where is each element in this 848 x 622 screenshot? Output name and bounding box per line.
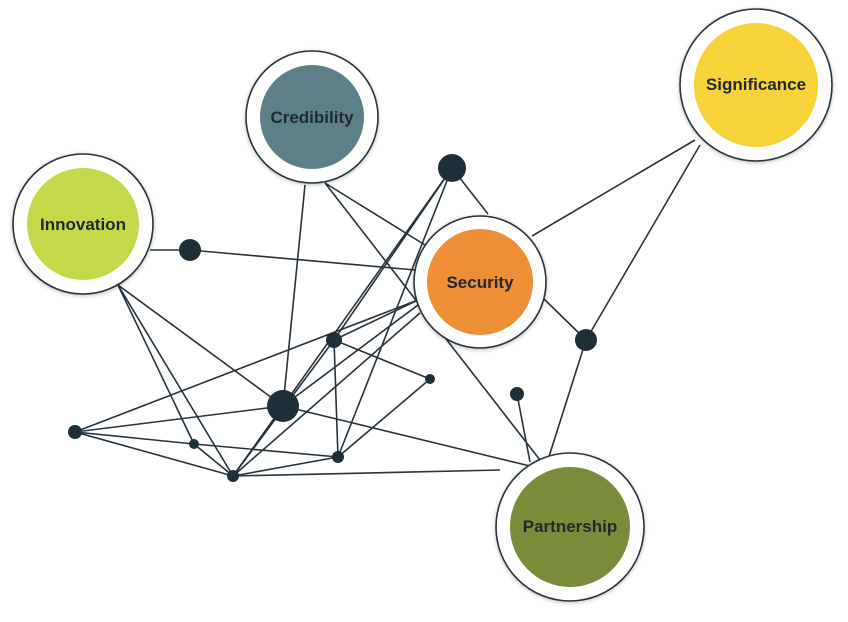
hub-innovation: Innovation	[12, 153, 154, 295]
edge	[282, 184, 306, 407]
node	[179, 239, 201, 261]
node	[332, 451, 344, 463]
edge	[232, 312, 421, 477]
edge	[74, 405, 284, 433]
edge	[117, 284, 284, 407]
edge	[232, 469, 501, 477]
edge	[337, 378, 431, 458]
edge	[516, 393, 531, 463]
edge	[189, 249, 416, 271]
node	[425, 374, 435, 384]
node	[189, 439, 199, 449]
node	[227, 470, 239, 482]
hub-credibility-fill	[260, 65, 364, 169]
edge	[282, 167, 453, 407]
hub-security-label: Security	[446, 273, 514, 292]
hub-partnership-fill	[510, 467, 630, 587]
node	[510, 387, 524, 401]
hub-innovation-label: Innovation	[40, 215, 126, 234]
hub-significance-fill	[694, 23, 818, 147]
node	[575, 329, 597, 351]
edge	[324, 182, 426, 246]
edge	[193, 443, 339, 458]
edges	[74, 139, 701, 477]
hub-significance: Significance	[679, 8, 833, 162]
hub-security: Security	[413, 215, 547, 349]
edge	[333, 299, 419, 341]
hub-partnership-label: Partnership	[523, 517, 617, 536]
hub-credibility-label: Credibility	[270, 108, 354, 127]
hub-innovation-fill	[27, 168, 139, 280]
edge	[282, 405, 531, 467]
edge	[74, 431, 195, 445]
node	[326, 332, 342, 348]
edge	[117, 284, 195, 445]
edge	[531, 139, 696, 237]
edge	[117, 284, 234, 477]
hub-credibility: Credibility	[245, 50, 379, 184]
edge	[74, 431, 234, 477]
edge	[232, 456, 339, 477]
edge	[333, 339, 339, 458]
edge	[74, 299, 419, 433]
edge	[333, 339, 431, 380]
edge	[193, 443, 234, 477]
hub-significance-label: Significance	[706, 75, 806, 94]
nodes	[68, 154, 597, 482]
edge	[282, 304, 419, 407]
hub-security-fill	[427, 229, 533, 335]
node	[267, 390, 299, 422]
edge	[545, 339, 587, 467]
edge	[585, 144, 701, 341]
edge	[337, 167, 453, 458]
node	[438, 154, 466, 182]
hub-partnership: Partnership	[495, 452, 645, 602]
node	[68, 425, 82, 439]
